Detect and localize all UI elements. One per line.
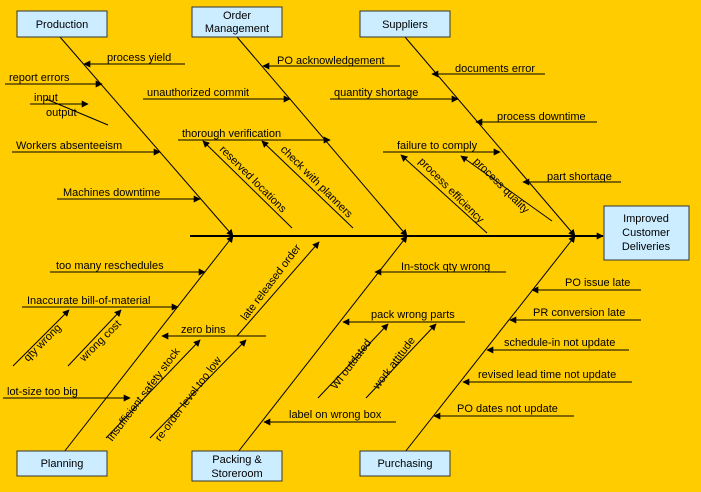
cause-lot-size-too-big: lot-size too big [7,386,78,398]
svg-text:Storeroom: Storeroom [211,468,262,480]
bone-suppliers [404,36,576,237]
cause-in-stock-qty-wrong: In-stock qty wrong [401,261,490,273]
category-planning: Planning [16,450,108,477]
svg-text:Order: Order [223,10,251,22]
category-purchasing: Purchasing [359,450,451,477]
cause-reserved-locations: reserved locations [217,144,289,216]
cause-qty-wrong: qty wrong [22,322,64,364]
svg-text:Deliveries: Deliveries [622,241,671,253]
cause-wrong-cost: wrong cost [77,318,124,365]
cause-late-released-order: late released order [239,242,304,323]
cause-failure-to-comply: failure to comply [397,140,478,152]
cause-pack-wrong-parts: pack wrong parts [371,309,455,321]
cause-label-on-wrong-box: label on wrong box [289,409,382,421]
cause-report-errors: report errors [9,72,70,84]
cause-process-quality: process quality [471,156,532,217]
cause-pr-conversion-late: PR conversion late [533,307,625,319]
cause-unauthorized-commit: unauthorized commit [147,87,249,99]
effect-box: Improved Customer Deliveries [603,205,690,261]
cause-part-shortage: part shortage [547,171,612,183]
cause-too-many-reschedules: too many reschedules [56,260,164,272]
category-suppliers: Suppliers [359,10,451,38]
cause-inaccurate-bill-of-material: Inaccurate bill-of-material [27,295,151,307]
svg-text:Suppliers: Suppliers [382,19,428,31]
cause-process-downtime: process downtime [497,111,586,123]
cause-output: output [46,107,77,119]
cause-po-dates-not-update: PO dates not update [457,403,558,415]
category-production: Production [16,10,108,38]
svg-text:Improved: Improved [623,213,669,225]
cause-po-issue-late: PO issue late [565,277,630,289]
cause-po-acknowledgement: PO acknowledgement [277,55,385,67]
cause-schedule-in-not-update: schedule-in not update [504,337,615,349]
bone-order-management [236,36,408,237]
svg-text:Packing &: Packing & [212,454,262,466]
svg-text:Purchasing: Purchasing [377,458,432,470]
svg-text:Management: Management [205,23,269,35]
cause-quantity-shortage: quantity shortage [334,87,418,99]
svg-text:Customer: Customer [622,227,670,239]
cause-machines-downtime: Machines downtime [63,187,160,199]
cause-work-attitude: work attitude [370,335,418,393]
cause-check-with-planners: check with planners [278,144,355,221]
cause-workers-absenteeism: Workers absenteeism [16,140,122,152]
bone-production [59,36,234,237]
svg-text:Production: Production [36,19,89,31]
cause-thorough-verification: thorough verification [182,128,281,140]
cause-zero-bins: zero bins [181,324,226,336]
category-order-management: Order Management [191,6,283,38]
cause-documents-error: documents error [455,63,535,75]
svg-text:Planning: Planning [41,458,84,470]
cause-process-yield: process yield [107,52,171,64]
cause-wi-outdated: WI outdated [329,337,374,392]
category-packing-storeroom: Packing & Storeroom [191,450,283,482]
cause-revised-lead-time-not-update: revised lead time not update [478,369,616,381]
